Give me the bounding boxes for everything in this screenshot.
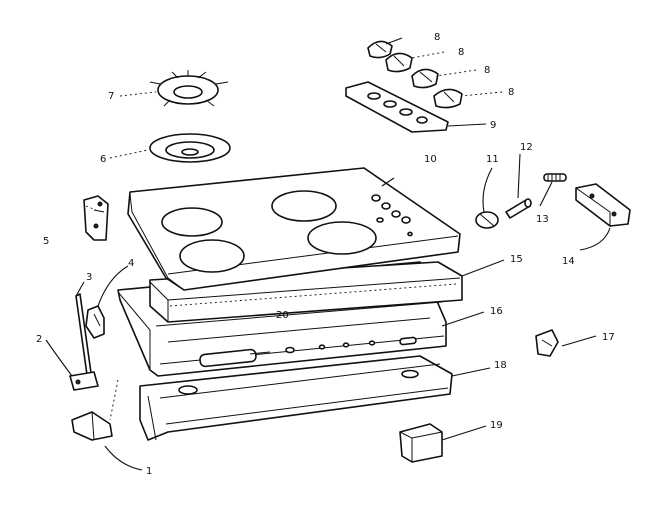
clip xyxy=(85,305,105,339)
part-label-9: 9 xyxy=(490,120,496,131)
knob-c xyxy=(411,68,439,89)
bottom-pan xyxy=(139,355,453,441)
part-label-6: 6 xyxy=(100,154,106,165)
part-label-10: 10 xyxy=(424,154,437,165)
part-label-2: 2 xyxy=(36,334,42,345)
leader-lines xyxy=(45,37,611,471)
part-label-19: 19 xyxy=(490,420,503,431)
part-label-8a: 8 xyxy=(434,32,440,43)
part-label-14: 14 xyxy=(562,256,575,267)
valve-stem xyxy=(505,198,532,219)
control-panel xyxy=(345,81,449,133)
knob-a xyxy=(367,40,393,59)
part-label-15: 15 xyxy=(510,254,523,265)
valve-cap xyxy=(475,211,499,229)
hinge-bracket xyxy=(575,183,631,228)
part-label-16: 16 xyxy=(490,306,503,317)
burner-grate xyxy=(149,70,229,107)
knob-b xyxy=(385,52,413,73)
part-label-3: 3 xyxy=(86,272,92,283)
spring xyxy=(543,173,567,182)
part-label-12: 12 xyxy=(520,142,533,153)
knob-d xyxy=(433,88,463,109)
rod-assembly xyxy=(69,293,99,391)
part-label-18: 18 xyxy=(494,360,507,371)
part-label-17: 17 xyxy=(602,332,615,343)
part-label-7: 7 xyxy=(108,91,114,102)
part-label-5: 5 xyxy=(43,236,49,247)
drip-bowl xyxy=(149,133,231,163)
part-label-8d: 8 xyxy=(508,87,514,98)
end-block xyxy=(399,423,443,463)
part-label-8c: 8 xyxy=(484,65,490,76)
part-label-4: 4 xyxy=(128,258,134,269)
part-label-13: 13 xyxy=(536,214,549,225)
part-label-8b: 8 xyxy=(458,47,464,58)
part-label-11: 11 xyxy=(486,154,499,165)
bracket-left xyxy=(83,195,109,241)
spring-clip xyxy=(535,329,559,357)
cooktop xyxy=(127,167,461,291)
part-label-20: 20 xyxy=(276,310,289,321)
mounting-block xyxy=(71,411,113,441)
part-label-1: 1 xyxy=(146,466,152,477)
